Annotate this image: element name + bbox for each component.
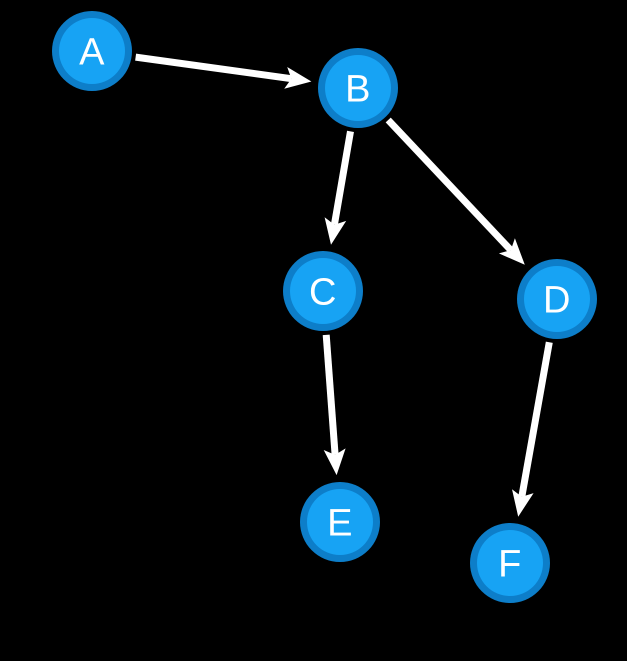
arrowhead-icon — [324, 217, 347, 245]
edge-line — [330, 130, 354, 226]
arrowhead-icon — [512, 489, 534, 517]
node-body — [307, 489, 373, 555]
arrowhead-icon — [323, 448, 346, 476]
edge-B-D[interactable] — [385, 117, 525, 265]
node-D[interactable]: D — [517, 259, 597, 339]
edge-line — [385, 117, 514, 253]
node-body — [59, 18, 125, 84]
arrowhead-icon — [498, 238, 525, 265]
node-B[interactable]: B — [318, 48, 398, 128]
edge-D-F[interactable] — [512, 341, 553, 517]
edge-B-C[interactable] — [324, 130, 354, 245]
edge-C-E[interactable] — [322, 334, 346, 476]
arrowhead-icon — [284, 67, 312, 89]
edge-A-B[interactable] — [135, 53, 312, 89]
node-body — [325, 55, 391, 121]
node-body — [524, 266, 590, 332]
node-E[interactable]: E — [300, 482, 380, 562]
edge-line — [518, 341, 553, 498]
node-body — [290, 258, 356, 324]
node-body — [477, 530, 543, 596]
node-F[interactable]: F — [470, 523, 550, 603]
edge-line — [322, 334, 339, 456]
node-C[interactable]: C — [283, 251, 363, 331]
edge-line — [135, 53, 292, 83]
node-A[interactable]: A — [52, 11, 132, 91]
